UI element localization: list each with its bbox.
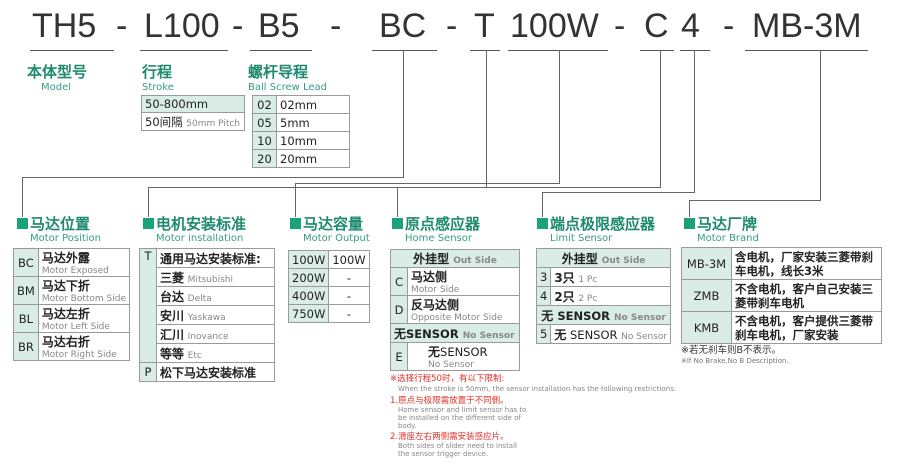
- stroke-label: 行程 Stroke: [142, 63, 174, 93]
- stroke-range: 50-800mm: [141, 95, 245, 113]
- stroke-table: 50-800mm 50间隔 50mm Pitch: [141, 95, 245, 131]
- body-type-label: 本体型号 Model: [27, 63, 88, 93]
- motor-position-label: 马达位置 Motor Position: [30, 215, 102, 244]
- model-seg-limit: 4: [681, 7, 700, 45]
- section-marker: [17, 218, 28, 229]
- brake-note: ※若无刹车则B不表示。 ※If No Brake,No B Descriptio…: [681, 345, 789, 366]
- model-seg-dash: -: [614, 7, 626, 45]
- section-marker: [684, 218, 695, 229]
- limit-sensor-label: 端点极限感应器 Limit Sensor: [550, 215, 656, 244]
- model-seg-position: BC: [379, 7, 427, 45]
- model-seg-dash: -: [723, 7, 735, 45]
- model-seg-lead: B5: [258, 7, 300, 45]
- section-marker: [537, 218, 548, 229]
- model-seg-home: C: [644, 7, 669, 45]
- motor-installation-label: 电机安装标准 Motor installation: [156, 215, 247, 244]
- model-seg-dash: -: [116, 7, 128, 45]
- stroke-restriction-notes: ※选择行程50时，有以下限制: When the stroke is 50mm,…: [390, 374, 677, 458]
- model-seg-install: T: [474, 7, 495, 45]
- motor-output-label: 马达容量 Motor Output: [303, 215, 370, 244]
- model-seg-dash: -: [446, 7, 458, 45]
- section-marker: [290, 218, 301, 229]
- section-marker: [392, 218, 403, 229]
- lead-label: 螺杆导程 Ball Screw Lead: [248, 63, 327, 93]
- model-seg-dash: -: [330, 7, 342, 45]
- model-seg-stroke: L100: [144, 7, 220, 45]
- model-seg-brand: MB-3M: [752, 7, 862, 45]
- home-sensor-label: 原点感应器 Home Sensor: [405, 215, 481, 244]
- model-seg-output: 100W: [510, 7, 599, 45]
- section-marker: [143, 218, 154, 229]
- model-seg-dash: -: [232, 7, 244, 45]
- motor-brand-label: 马达厂牌 Motor Brand: [697, 215, 759, 244]
- model-seg-series: TH5: [32, 7, 97, 45]
- stroke-pitch: 50间隔 50mm Pitch: [141, 112, 245, 131]
